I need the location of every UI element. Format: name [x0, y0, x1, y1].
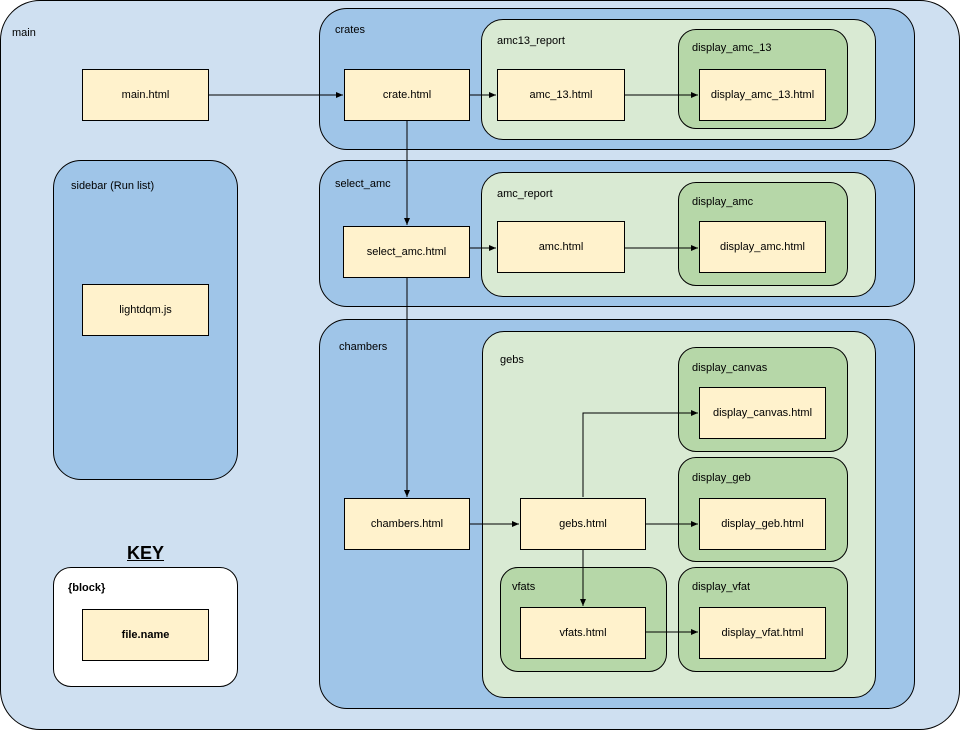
key-file: file.name: [82, 609, 209, 661]
file-main: main.html: [82, 69, 209, 121]
file-select-amc: select_amc.html: [343, 226, 470, 278]
key-title: KEY: [127, 543, 165, 563]
file-display-vfat: display_vfat.html: [699, 607, 826, 659]
crates-block-label: crates: [335, 24, 365, 36]
main-block-label: main: [12, 27, 36, 39]
file-vfats: vfats.html: [520, 607, 646, 659]
file-amc: amc.html: [497, 221, 625, 273]
vfats-block-label: vfats: [512, 581, 536, 593]
display-geb-block-label: display_geb: [692, 472, 751, 484]
sidebar-block-label: sidebar (Run list): [71, 180, 155, 192]
file-crate: crate.html: [344, 69, 470, 121]
file-display-amc-13: display_amc_13.html: [699, 69, 826, 121]
file-chambers: chambers.html: [344, 498, 470, 550]
select-amc-block-label: select_amc: [335, 178, 391, 190]
arrow-gebs-to-display-canvas: [582, 410, 698, 497]
display-amc-13-block-label: display_amc_13: [692, 42, 772, 54]
file-display-geb: display_geb.html: [699, 498, 826, 550]
gebs-block-label: gebs: [500, 354, 524, 366]
display-canvas-block-label: display_canvas: [692, 362, 768, 374]
display-amc-block-label: display_amc: [692, 196, 754, 208]
file-display-canvas: display_canvas.html: [699, 387, 826, 439]
file-gebs: gebs.html: [520, 498, 646, 550]
file-lightdqm: lightdqm.js: [82, 284, 209, 336]
file-amc-13: amc_13.html: [497, 69, 625, 121]
key-block-label: {block}: [68, 582, 106, 594]
amc-report-block-label: amc_report: [497, 188, 553, 200]
display-vfat-block-label: display_vfat: [692, 581, 751, 593]
chambers-block-label: chambers: [339, 341, 388, 353]
file-display-amc: display_amc.html: [699, 221, 826, 273]
amc13-report-block-label: amc13_report: [497, 35, 565, 47]
